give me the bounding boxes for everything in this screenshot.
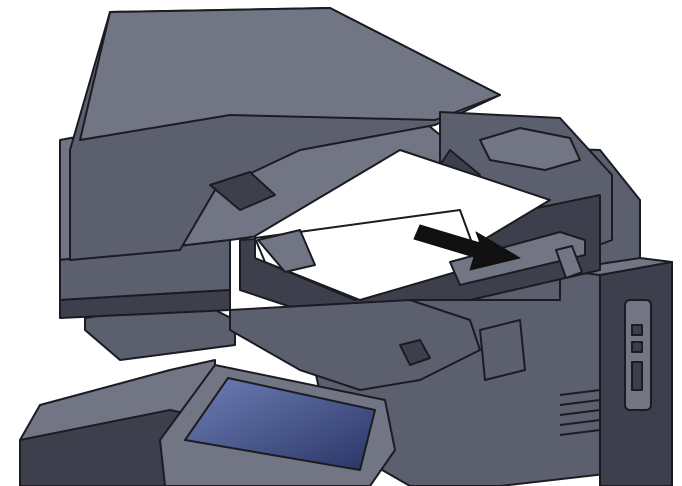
side-button-1 — [631, 324, 643, 336]
feeder-stopper — [555, 245, 583, 279]
side-slot-icon — [624, 299, 652, 411]
removal-arrow — [413, 224, 521, 271]
side-button-2 — [631, 341, 643, 353]
side-button-3 — [631, 361, 643, 391]
touch-screen — [184, 377, 376, 471]
front-vents — [559, 389, 601, 436]
scanner-front — [229, 299, 481, 391]
feeder-top-cover — [479, 127, 581, 171]
feeder-front-box — [479, 319, 526, 381]
document-cover-top — [79, 7, 501, 141]
tray-guide-left — [257, 229, 316, 273]
scanner-lever — [399, 339, 431, 366]
cover-handle — [209, 171, 276, 211]
